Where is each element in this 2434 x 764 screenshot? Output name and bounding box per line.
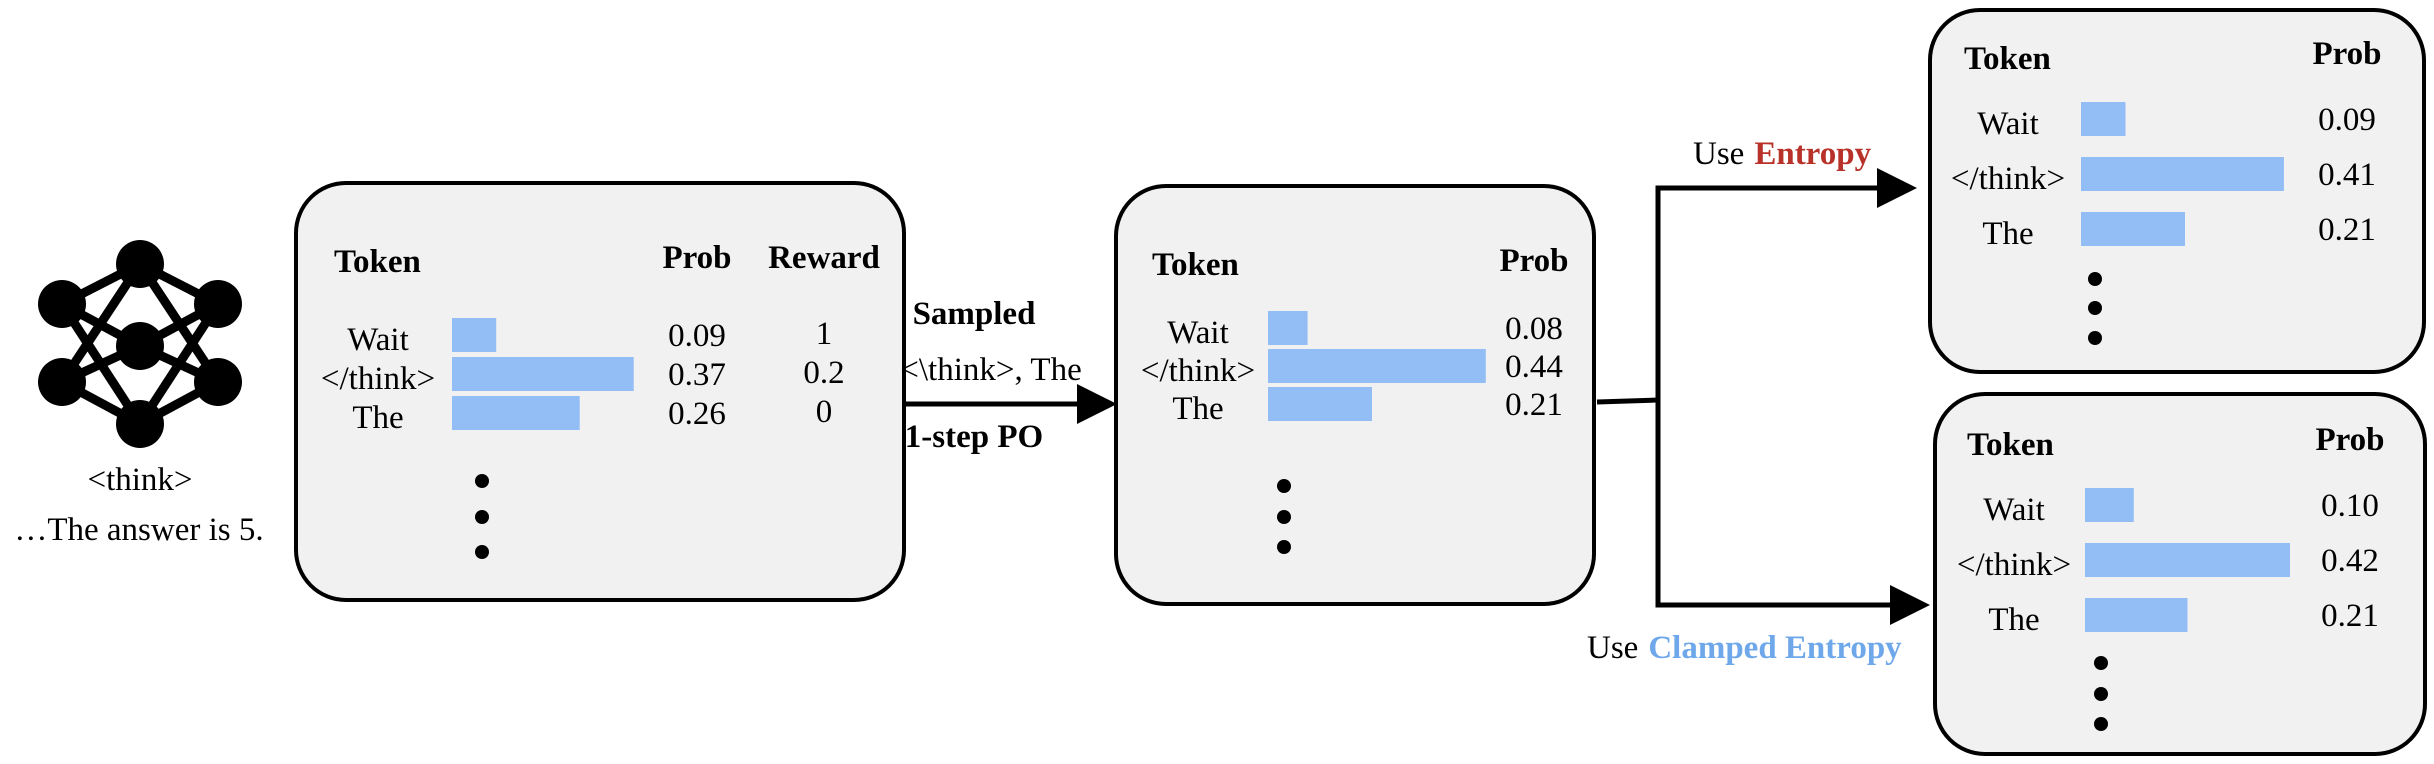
initial-token-2: The [352,400,403,436]
entropy-keyword: Entropy [1754,136,1871,172]
clamped-branch-arrow [1655,400,1930,625]
step-label-sampled: Sampled [913,296,1036,332]
updated-prob-bar-0 [1268,311,1308,345]
initial-reward-1: 0.2 [803,355,844,391]
initial-header-token: Token [334,244,421,280]
initial-ellipsis-dot-2 [475,545,489,559]
entropy-ellipsis-dot-1 [2088,301,2102,315]
entropy-token-0: Wait [1977,106,2039,142]
entropy-ellipsis-dot-0 [2088,272,2102,286]
entropy-prob-bar-2 [2081,212,2185,246]
clamped-token-1: </think> [1957,547,2071,583]
prompt-line-2: …The answer is 5. [14,512,263,548]
updated-prob-1: 0.44 [1505,349,1563,385]
use-clamped-prefix: Use [1587,630,1638,666]
updated-token-0: Wait [1167,315,1229,351]
entropy-header-token: Token [1964,41,2051,77]
clamped-prob-2: 0.21 [2321,598,2379,634]
entropy-ellipsis-dot-2 [2088,331,2102,345]
updated-header-prob: Prob [1499,243,1568,279]
clamped-entropy-keyword: Clamped Entropy [1648,630,1902,666]
entropy-prob-1: 0.41 [2318,157,2376,193]
entropy-prob-bar-1 [2081,157,2284,191]
initial-header-reward: Reward [768,240,880,276]
updated-ellipsis-dot-1 [1277,510,1291,524]
updated-prob-2: 0.21 [1505,387,1563,423]
clamped-token-0: Wait [1983,492,2045,528]
initial-reward-2: 0 [816,394,833,430]
initial-header-prob: Prob [662,240,731,276]
initial-token-1: </think> [321,361,435,397]
updated-ellipsis-dot-0 [1277,479,1291,493]
updated-token-1: </think> [1141,353,1255,389]
entropy-prob-2: 0.21 [2318,212,2376,248]
initial-reward-0: 1 [816,316,833,352]
clamped-ellipsis-dot-1 [2094,687,2108,701]
clamped-more-rows-ellipsis [2094,656,2108,731]
use-entropy-label: Use Entropy [1693,136,1872,172]
clamped-ellipsis-dot-0 [2094,656,2108,670]
initial-more-rows-ellipsis [475,474,489,559]
updated-more-rows-ellipsis [1277,479,1291,554]
clamped-header-token: Token [1967,427,2054,463]
prompt-line-1: <think> [87,462,192,498]
clamped-prob-bar-2 [2085,598,2188,632]
updated-prob-bar-1 [1268,349,1486,383]
initial-prob-2: 0.26 [668,396,726,432]
clamped-header-prob: Prob [2315,422,2384,458]
initial-prob-bar-2 [452,396,580,430]
initial-prob-bar-1 [452,357,634,391]
entropy-token-1: </think> [1951,161,2065,197]
entropy-prob-0: 0.09 [2318,102,2376,138]
clamped-prob-0: 0.10 [2321,488,2379,524]
clamped-prob-bar-0 [2085,488,2134,522]
entropy-branch-arrow [1596,168,1917,405]
entropy-header-prob: Prob [2312,36,2381,72]
initial-prob-bar-0 [452,318,497,352]
neural-network-icon [38,240,242,448]
initial-ellipsis-dot-0 [475,474,489,488]
entropy-token-2: The [1982,216,2033,252]
initial-prob-0: 0.09 [668,318,726,354]
updated-ellipsis-dot-2 [1277,540,1291,554]
updated-token-2: The [1172,391,1223,427]
clamped-ellipsis-dot-2 [2094,717,2108,731]
step-label-1-step-po: 1-step PO [905,419,1043,455]
updated-prob-0: 0.08 [1505,311,1563,347]
clamped-token-2: The [1988,602,2039,638]
entropy-prob-bar-0 [2081,102,2126,136]
initial-prob-1: 0.37 [668,357,726,393]
updated-header-token: Token [1152,247,1239,283]
step-label-sampled-tokens: <\think>, The [900,352,1081,388]
updated-prob-bar-2 [1268,387,1372,421]
use-clamped-entropy-label: Use Clamped Entropy [1587,630,1902,666]
use-entropy-prefix: Use [1693,136,1744,172]
clamped-prob-bar-1 [2085,543,2290,577]
initial-token-0: Wait [347,322,409,358]
initial-ellipsis-dot-1 [475,510,489,524]
clamped-prob-1: 0.42 [2321,543,2379,579]
entropy-more-rows-ellipsis [2088,272,2102,345]
